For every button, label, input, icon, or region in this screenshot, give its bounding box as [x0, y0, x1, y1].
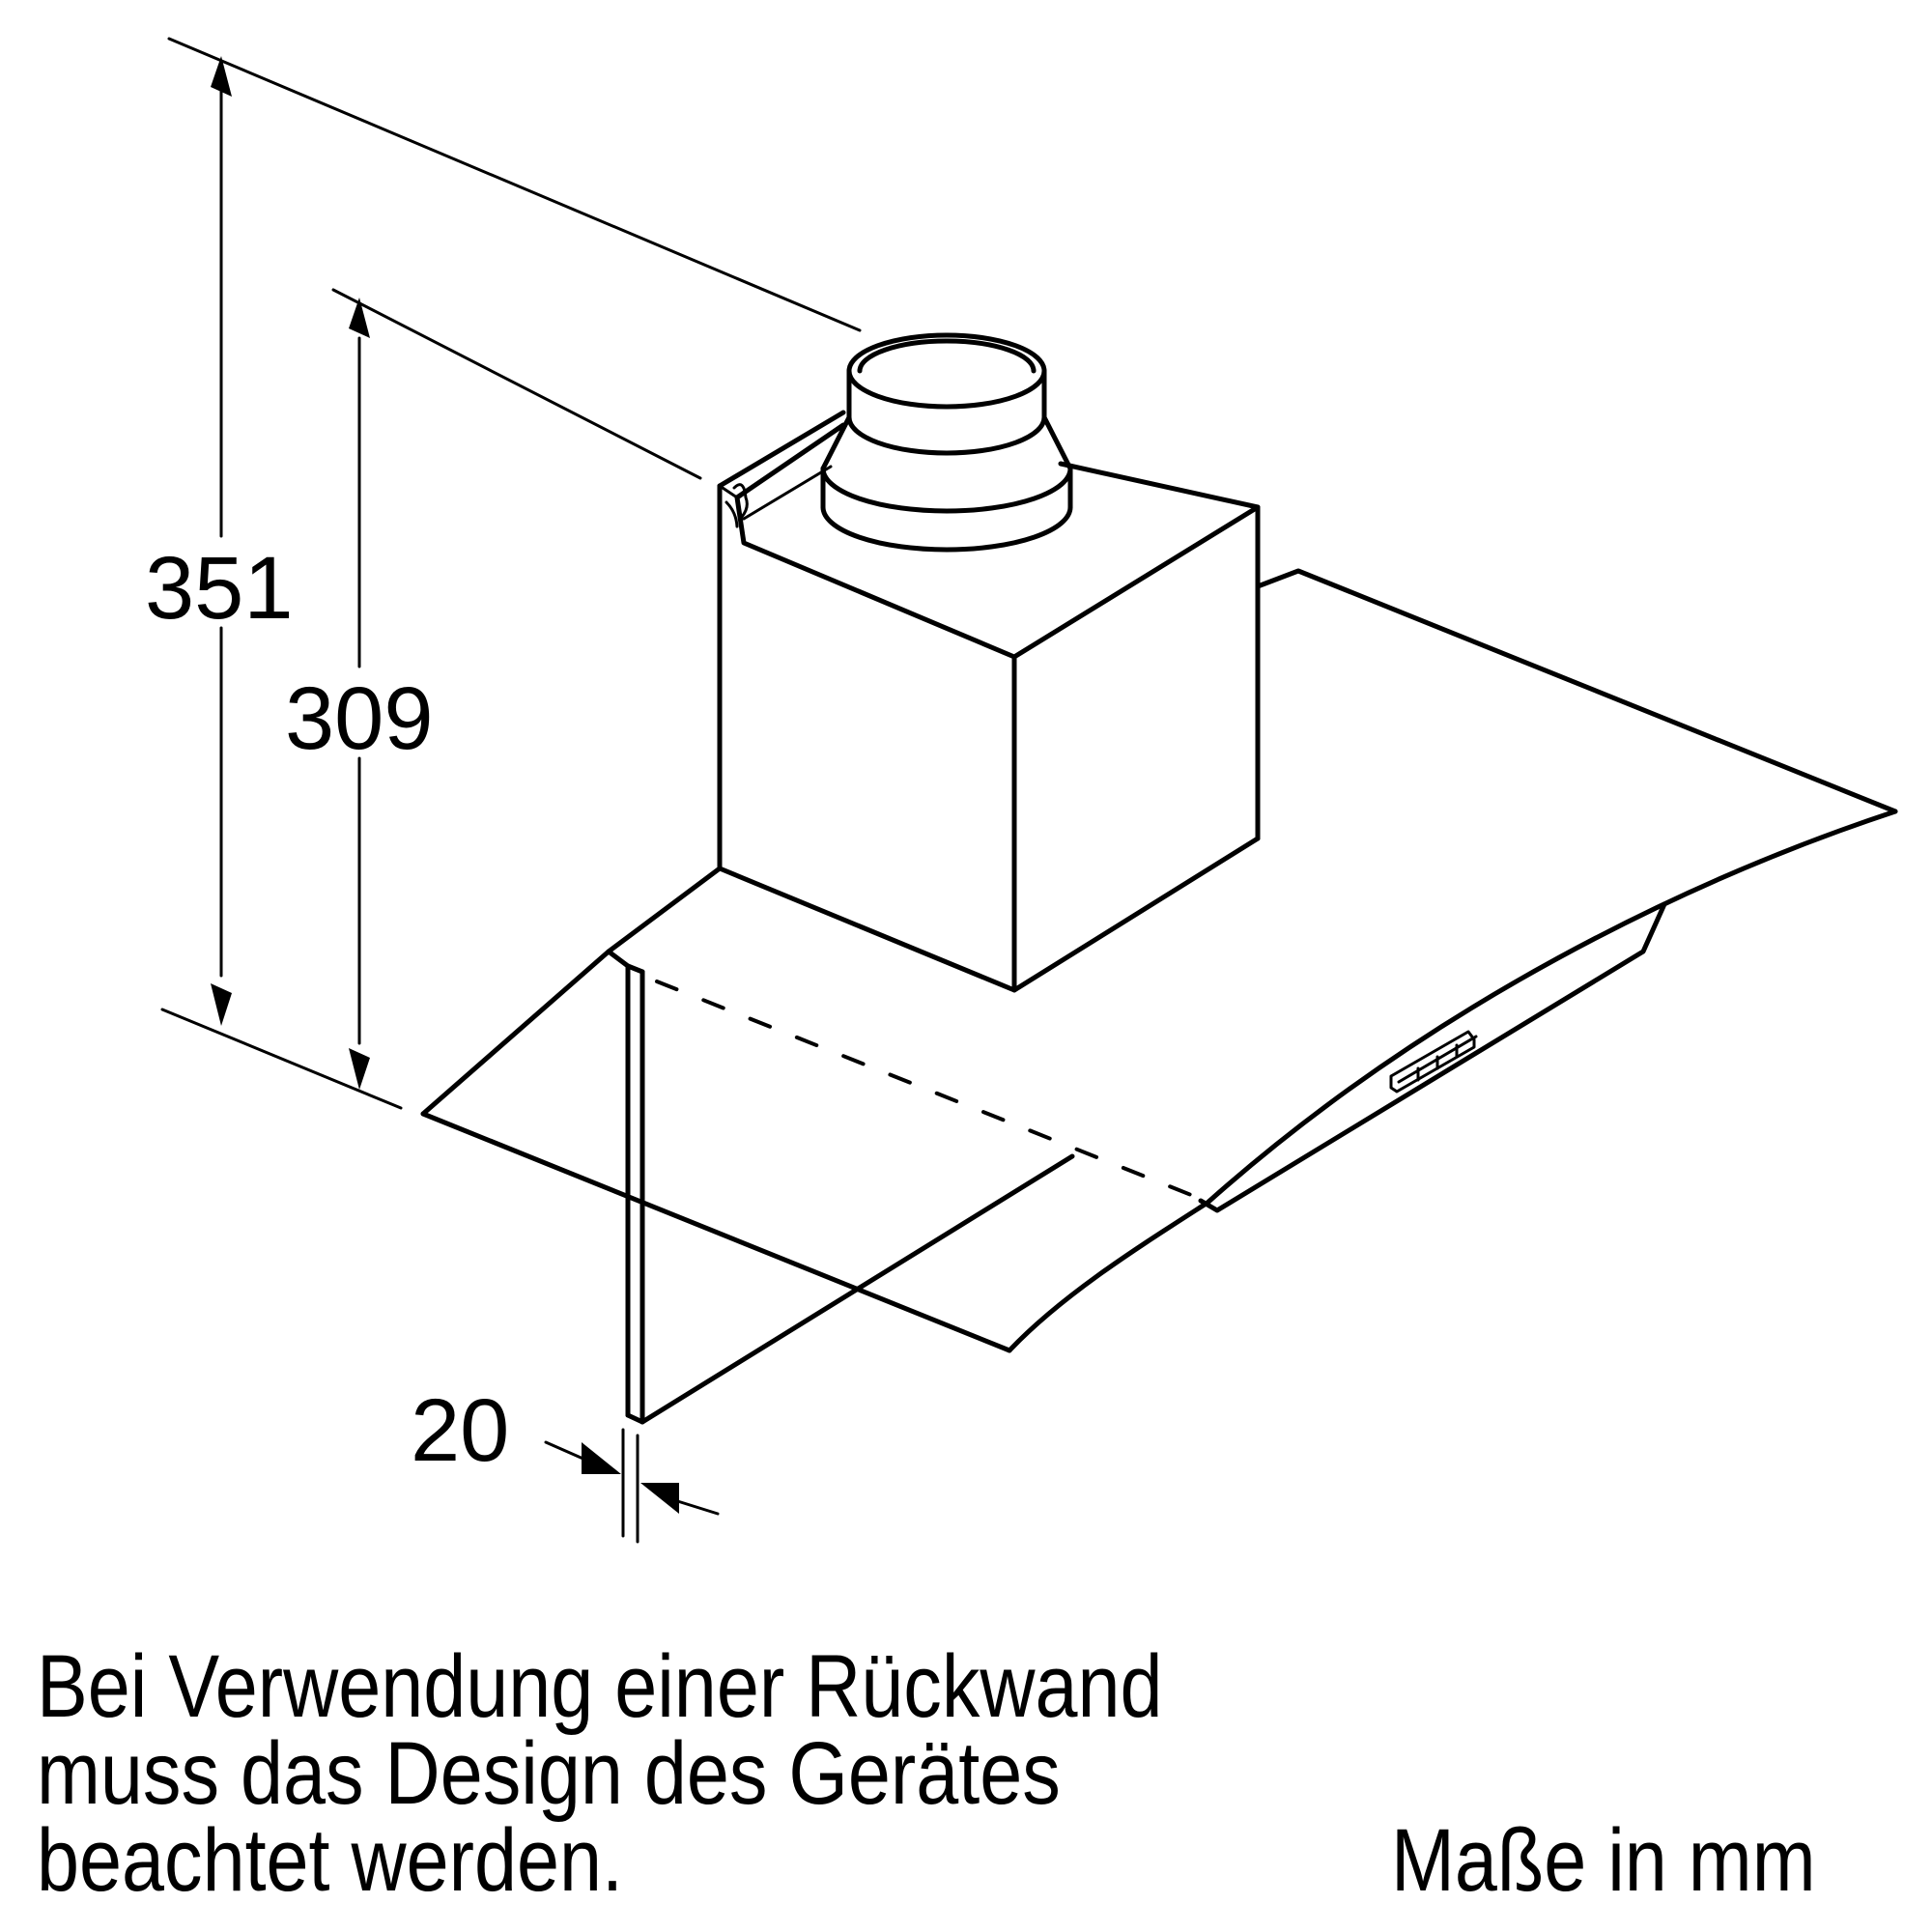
dimension-309: 309 — [285, 298, 434, 1090]
extension-lines — [160, 37, 862, 1110]
canopy-left-edge — [420, 866, 723, 1117]
chimney-box — [717, 410, 1261, 993]
canopy-front-curve — [1007, 809, 1898, 1353]
collar-top-outer — [846, 332, 1047, 410]
units-label: Maße in mm — [1391, 1811, 1816, 1910]
box-top-inner-edge — [742, 465, 833, 521]
dimension-label-351: 351 — [145, 539, 294, 638]
extension-line-top-309 — [331, 288, 702, 480]
canopy-bottom-edge — [420, 1111, 1012, 1353]
arrow-down-icon — [349, 1048, 370, 1090]
hook-icon — [724, 483, 749, 528]
note-line-2: muss das Design des Gerätes — [37, 1724, 1061, 1823]
note-line-3: beachtet werden. — [37, 1811, 623, 1910]
spigot-bottom-rim — [820, 504, 1073, 553]
note-line-1: Bei Verwendung einer Rückwand — [37, 1637, 1163, 1736]
control-panel — [1389, 1030, 1478, 1094]
arrow-up-icon — [211, 56, 232, 97]
panel-floor-edge — [639, 1153, 1075, 1425]
canopy-trim — [1198, 901, 1667, 1213]
hidden-edge-dashed — [655, 980, 1217, 1207]
collar-top-inner — [857, 338, 1037, 374]
dimension-351: 351 — [145, 56, 294, 1026]
extension-line-bottom — [160, 1008, 403, 1110]
spigot-top-rim — [820, 466, 1073, 514]
box-top-face — [734, 422, 1261, 660]
dimension-20: 20 — [411, 1381, 720, 1544]
box-corner-detail — [718, 484, 739, 499]
back-wall-panel — [606, 949, 1075, 1425]
control-panel-outline — [1389, 1030, 1476, 1094]
extension-line-top-351 — [167, 37, 862, 332]
arrow-up-icon — [349, 298, 370, 338]
duct-collar — [820, 332, 1073, 553]
reducer-left — [820, 414, 852, 471]
panel-bottom-edge — [625, 1412, 645, 1425]
arrow-down-icon — [211, 983, 232, 1026]
dimension-label-20: 20 — [411, 1381, 509, 1480]
collar-mid — [846, 414, 1047, 456]
reducer-right — [1041, 414, 1073, 471]
arrow-right-icon — [582, 1442, 621, 1474]
canopy-top-edge — [1255, 568, 1898, 814]
dimension-label-309: 309 — [285, 669, 434, 768]
box-bottom-edges — [717, 836, 1261, 993]
box-top-back-edge — [717, 410, 846, 489]
arrow-left-icon — [640, 1483, 679, 1514]
